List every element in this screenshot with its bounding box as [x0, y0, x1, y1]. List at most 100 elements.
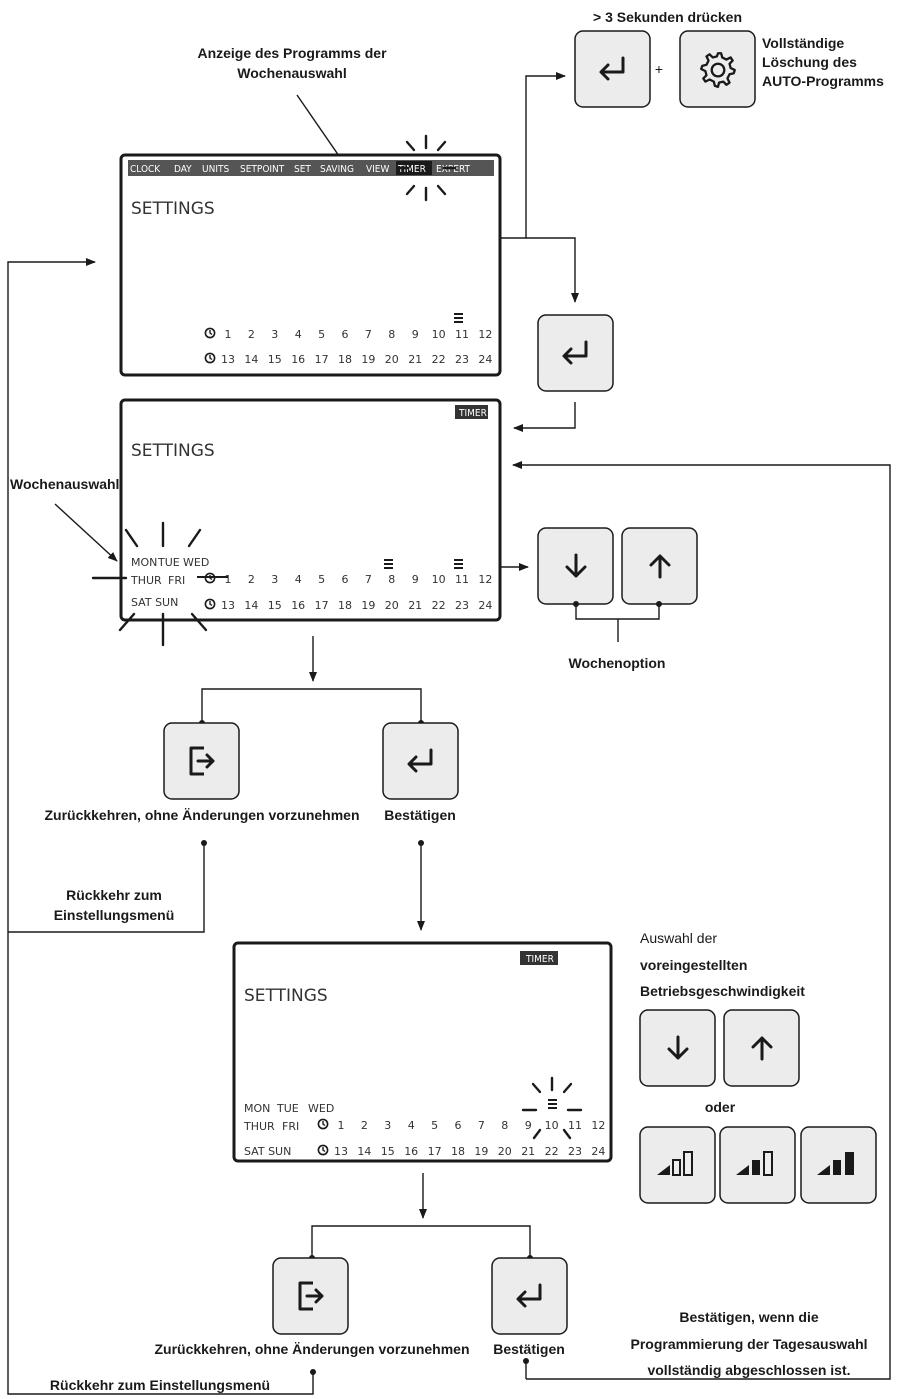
delete-auto-line3: AUTO-Programms [762, 73, 884, 89]
program-marker [454, 313, 463, 323]
speed-1-button[interactable] [639, 1126, 716, 1204]
speed-3-button[interactable] [800, 1126, 877, 1204]
hour-11: 11 [455, 328, 469, 341]
lcd-screen-day-select: TIMER SETTINGS MON TUE WED THUR FRI SAT … [232, 941, 613, 1163]
hour-5: 5 [318, 328, 325, 341]
week-selection-label: Wochenauswahl [10, 476, 119, 492]
confirm-label: Bestätigen [384, 807, 456, 823]
confirm-button[interactable] [382, 722, 459, 800]
hour-18: 18 [338, 353, 352, 366]
hour-8: 8 [388, 573, 395, 586]
hour-15: 15 [268, 599, 282, 612]
day-fri: FRI [282, 1120, 299, 1133]
hour-6: 6 [342, 573, 349, 586]
menu-tab-setpoint: SETPOINT [240, 164, 285, 175]
up-button[interactable] [621, 527, 698, 605]
hour-7: 7 [478, 1119, 485, 1132]
menu-tab-saving: SAVING [320, 164, 354, 175]
or-label: oder [705, 1099, 736, 1115]
speed-mid-icon [736, 1151, 773, 1176]
plus-label: + [655, 61, 663, 77]
down-button[interactable] [537, 527, 614, 605]
settings-button[interactable] [679, 30, 756, 108]
hour-4: 4 [295, 328, 302, 341]
hour-20: 20 [498, 1145, 512, 1158]
day-thur: THUR [243, 1120, 275, 1133]
program-marker [548, 1099, 557, 1109]
hour-2: 2 [248, 328, 255, 341]
hour-19: 19 [361, 353, 375, 366]
hour-24: 24 [591, 1145, 605, 1158]
hour-6: 6 [342, 328, 349, 341]
confirm-label-2: Bestätigen [493, 1341, 565, 1357]
exit-button[interactable] [163, 722, 240, 800]
menu-tab-set: SET [294, 164, 311, 175]
week-program-label-2: Wochenauswahl [237, 65, 346, 81]
exit-button-2[interactable] [272, 1257, 349, 1335]
hour-2: 2 [361, 1119, 368, 1132]
speed-low-icon [657, 1151, 693, 1176]
hour-19: 19 [474, 1145, 488, 1158]
enter-button[interactable] [574, 30, 651, 108]
hour-19: 19 [361, 599, 375, 612]
speed-2-button[interactable] [719, 1126, 796, 1204]
hour-21: 21 [408, 599, 422, 612]
settings-title: SETTINGS [244, 986, 328, 1006]
speed-high-icon [817, 1152, 854, 1175]
hour-16: 16 [291, 599, 305, 612]
menu-tab-view: VIEW [366, 164, 389, 175]
week-option-label: Wochenoption [569, 655, 666, 671]
hour-9: 9 [412, 328, 419, 341]
hour-8: 8 [388, 328, 395, 341]
day-thur: THUR [130, 574, 162, 587]
hour-18: 18 [451, 1145, 465, 1158]
hour-23: 23 [455, 353, 469, 366]
day-sat-sun: SAT SUN [244, 1145, 291, 1158]
return-no-changes-label: Zurückkehren, ohne Änderungen vorzunehme… [44, 807, 359, 823]
speed-select-line2: voreingestellten [640, 957, 747, 973]
blink-indicator [91, 521, 208, 647]
up-button-2[interactable] [723, 1009, 800, 1087]
hour-9: 9 [525, 1119, 532, 1132]
back-to-settings-2: Rückkehr zum Einstellungsmenü [50, 1377, 270, 1393]
hour-4: 4 [295, 573, 302, 586]
speed-select-line3: Betriebsgeschwindigkeit [640, 983, 805, 999]
confirm-done-line3: vollständig abgeschlossen ist. [647, 1362, 850, 1378]
hour-21: 21 [408, 353, 422, 366]
hour-15: 15 [381, 1145, 395, 1158]
confirm-button-2[interactable] [491, 1257, 568, 1335]
settings-title: SETTINGS [131, 441, 215, 461]
hour-5: 5 [431, 1119, 438, 1132]
hour-14: 14 [244, 599, 258, 612]
hour-8: 8 [501, 1119, 508, 1132]
hour-6: 6 [455, 1119, 462, 1132]
delete-auto-line1: Vollständige [762, 35, 844, 51]
hour-15: 15 [268, 353, 282, 366]
hour-12: 12 [478, 573, 492, 586]
enter-button-2[interactable] [537, 314, 614, 392]
confirm-done-line1: Bestätigen, wenn die [679, 1309, 818, 1325]
hour-1: 1 [225, 573, 232, 586]
menu-tab-units: UNITS [202, 164, 229, 175]
hour-22: 22 [432, 599, 446, 612]
hour-23: 23 [568, 1145, 582, 1158]
week-program-label-1: Anzeige des Programms der [197, 45, 387, 61]
hour-24: 24 [478, 353, 492, 366]
hour-14: 14 [244, 353, 258, 366]
hour-18: 18 [338, 599, 352, 612]
day-fri: FRI [168, 574, 185, 587]
hour-16: 16 [291, 353, 305, 366]
day-tue: TUE [276, 1102, 299, 1115]
down-button-2[interactable] [639, 1009, 716, 1087]
menu-tab-expert: EXPERT [436, 164, 470, 175]
hour-11: 11 [455, 573, 469, 586]
return-no-changes-label-2: Zurückkehren, ohne Änderungen vorzunehme… [154, 1341, 469, 1357]
hour-23: 23 [455, 599, 469, 612]
back-to-settings-1b: Einstellungsmenü [54, 907, 175, 923]
hour-9: 9 [412, 573, 419, 586]
hour-10: 10 [432, 328, 446, 341]
hour-3: 3 [271, 573, 278, 586]
program-marker [384, 559, 463, 569]
back-to-settings-1a: Rückkehr zum [66, 887, 162, 903]
hour-13: 13 [334, 1145, 348, 1158]
